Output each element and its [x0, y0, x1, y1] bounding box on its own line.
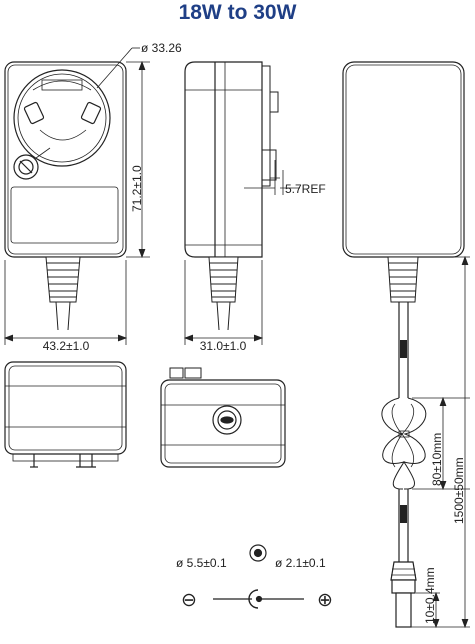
positive-symbol: ⊕: [317, 590, 333, 611]
connector-outer: [249, 544, 267, 562]
side-view: [184, 61, 300, 331]
width-label: 43.2±1.0: [43, 339, 90, 353]
bundle-length-label: 80±10mm: [430, 433, 444, 486]
front-body: [4, 61, 127, 258]
top-view: [160, 367, 286, 468]
pin-slot-left: [23, 101, 45, 125]
lock-button: [13, 154, 39, 180]
back-body: [342, 61, 465, 258]
page-title: 18W to 30W: [178, 1, 297, 24]
front-dimensions: [3, 60, 150, 345]
dc-plug-tip: [395, 592, 412, 628]
polarity-diagram: [213, 544, 304, 609]
side-body: [184, 61, 263, 258]
pin-slot-right: [80, 101, 102, 125]
right-dimensions: [411, 255, 470, 629]
cable-outlet: [212, 405, 242, 435]
side-dimensions: [183, 260, 264, 345]
back-view: [342, 61, 465, 628]
depth-label: 31.0±1.0: [200, 339, 247, 353]
cable-length-label: 1500±50mm: [452, 457, 466, 524]
plug-diameter-label: ø 33.26: [141, 41, 182, 55]
bottom-view: [4, 361, 127, 468]
height-label: 71.2±1.0: [130, 165, 144, 212]
pin-offset-label: 5.7REF: [285, 182, 326, 196]
negative-symbol: ⊖: [181, 590, 197, 611]
label-area: [10, 186, 119, 244]
tip-length-label: 10±0.4mm: [423, 567, 437, 624]
plug-disc: [13, 69, 111, 167]
inner-diameter-label: ø 2.1±0.1: [275, 556, 326, 570]
outer-diameter-label: ø 5.5±0.1: [176, 556, 227, 570]
front-view: [4, 47, 140, 331]
